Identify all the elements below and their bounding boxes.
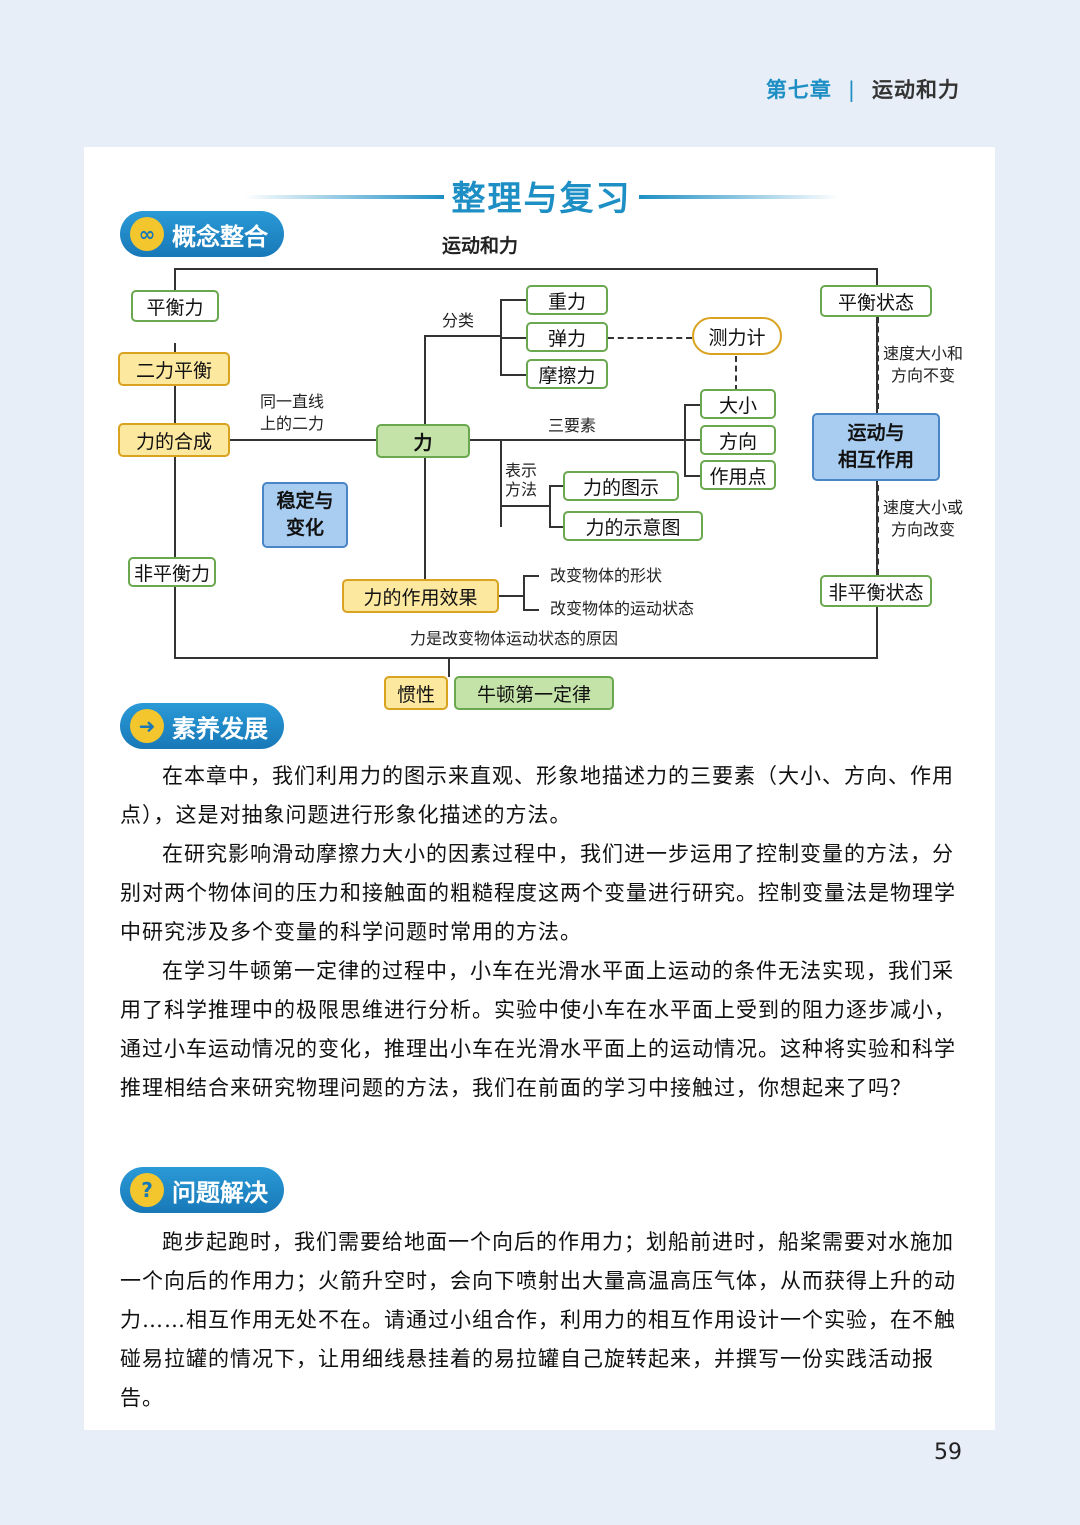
frame-left [174, 268, 176, 659]
represent-bracket [549, 485, 551, 527]
tie-point [684, 475, 700, 477]
node-point: 作用点 [700, 460, 776, 490]
chapter-title: 运动和力 [872, 78, 960, 102]
title-rule-left [244, 195, 444, 199]
content-card: 整理与复习 ∞ 概念整合 运动和力 [84, 147, 995, 1430]
tie-shape [523, 575, 539, 577]
represent-branch [500, 439, 502, 527]
title-rule-right [639, 195, 839, 199]
frame-gap [174, 313, 178, 343]
node-size: 大小 [700, 389, 776, 419]
element-connector [470, 439, 684, 441]
node-inertia: 惯性 [384, 676, 448, 710]
represent-label: 表示 方法 [505, 461, 538, 499]
node-elastic: 弹力 [526, 322, 608, 352]
tie-motion [523, 609, 539, 611]
literacy-text: 在本章中，我们利用力的图示来直观、形象地描述力的三要素（大小、方向、作用点），这… [120, 757, 960, 1108]
same-line-connector [230, 439, 376, 441]
effect-shape: 改变物体的形状 [550, 566, 663, 585]
section-badge-literacy: ➜ 素养发展 [120, 703, 284, 749]
effect-link [499, 595, 523, 597]
node-friction: 摩擦力 [526, 359, 608, 389]
frame-top [174, 268, 878, 270]
balanced-dash [877, 317, 879, 409]
node-balance-force: 平衡力 [131, 290, 219, 322]
arrow-icon: ➜ [130, 709, 164, 743]
node-force-diagram: 力的图示 [563, 471, 679, 501]
represent-link [500, 505, 549, 507]
literacy-paragraph: 在研究影响滑动摩擦力大小的因素过程中，我们进一步运用了控制变量的方法，分别对两个… [120, 842, 956, 944]
effect-motion: 改变物体的运动状态 [550, 599, 695, 618]
link-icon: ∞ [130, 217, 164, 251]
literacy-paragraph: 在学习牛顿第一定律的过程中，小车在光滑水平面上运动的条件无法实现，我们采用了科学… [120, 959, 956, 1100]
node-unbalanced-force: 非平衡力 [128, 557, 216, 587]
node-composition: 力的合成 [118, 423, 230, 457]
title-banner: 整理与复习 [84, 167, 995, 227]
lightbulb-icon: ? [130, 1173, 164, 1207]
classify-branch [424, 335, 500, 337]
node-meter: 测力计 [692, 317, 782, 355]
meter-dash-v [735, 356, 737, 391]
frame-bottom [174, 657, 878, 659]
node-unbalanced-state: 非平衡状态 [820, 575, 932, 607]
unbalanced-dash [877, 485, 879, 575]
concept-map: 运动和力 平衡力 二力平衡 力的合成 非平衡力 [84, 147, 995, 1430]
section-label-literacy: 素养发展 [172, 714, 268, 743]
change-speed-label: 速度大小或 方向改变 [883, 498, 964, 539]
meter-dash-h [608, 337, 692, 339]
section-badge-problem: ? 问题解决 [120, 1167, 284, 1213]
header-separator: | [847, 78, 856, 102]
tie-gravity [500, 299, 526, 301]
tie-diagram [549, 485, 563, 487]
problem-text: 跑步起跑时，我们需要给地面一个向后的作用力；划船前进时，船桨需要对水施加一个向后… [120, 1223, 960, 1418]
node-direction: 方向 [700, 425, 776, 455]
tie-friction [500, 374, 526, 376]
tie-sketch [549, 526, 563, 528]
three-elements-label: 三要素 [548, 416, 597, 435]
map-heading: 运动和力 [442, 235, 519, 257]
literacy-paragraph: 在本章中，我们利用力的图示来直观、形象地描述力的三要素（大小、方向、作用点），这… [120, 764, 954, 827]
section-label-problem: 问题解决 [172, 1178, 268, 1207]
effect-bracket [523, 575, 525, 611]
page-title: 整理与复习 [451, 179, 632, 219]
const-speed-label: 速度大小和 方向不变 [883, 344, 964, 385]
classify-label: 分类 [442, 311, 475, 330]
node-two-force: 二力平衡 [118, 352, 230, 386]
same-line-label: 同一直线 上的二力 [260, 392, 325, 433]
chapter-number: 第七章 [765, 78, 832, 102]
tie-size [684, 404, 700, 406]
node-gravity: 重力 [526, 285, 608, 315]
node-force: 力 [376, 424, 470, 458]
section-badge-concept: ∞ 概念整合 [120, 211, 284, 257]
chapter-header: 第七章 | 运动和力 [766, 74, 960, 104]
tie-direction [684, 439, 700, 441]
node-stable: 稳定与 变化 [262, 482, 348, 548]
page-number: 59 [934, 1440, 962, 1465]
center-vertical [424, 335, 426, 611]
node-newton-law: 牛顿第一定律 [454, 676, 614, 710]
node-effects: 力的作用效果 [342, 579, 499, 613]
tie-elastic [500, 337, 526, 339]
node-balanced-state: 平衡状态 [820, 285, 932, 317]
section-label-concept: 概念整合 [172, 222, 268, 251]
cause-label: 力是改变物体运动状态的原因 [410, 629, 619, 648]
node-motion-interaction: 运动与 相互作用 [812, 413, 940, 481]
bottom-stem [448, 659, 450, 677]
problem-paragraph: 跑步起跑时，我们需要给地面一个向后的作用力；划船前进时，船桨需要对水施加一个向后… [120, 1230, 956, 1410]
node-force-sketch: 力的示意图 [563, 511, 703, 541]
